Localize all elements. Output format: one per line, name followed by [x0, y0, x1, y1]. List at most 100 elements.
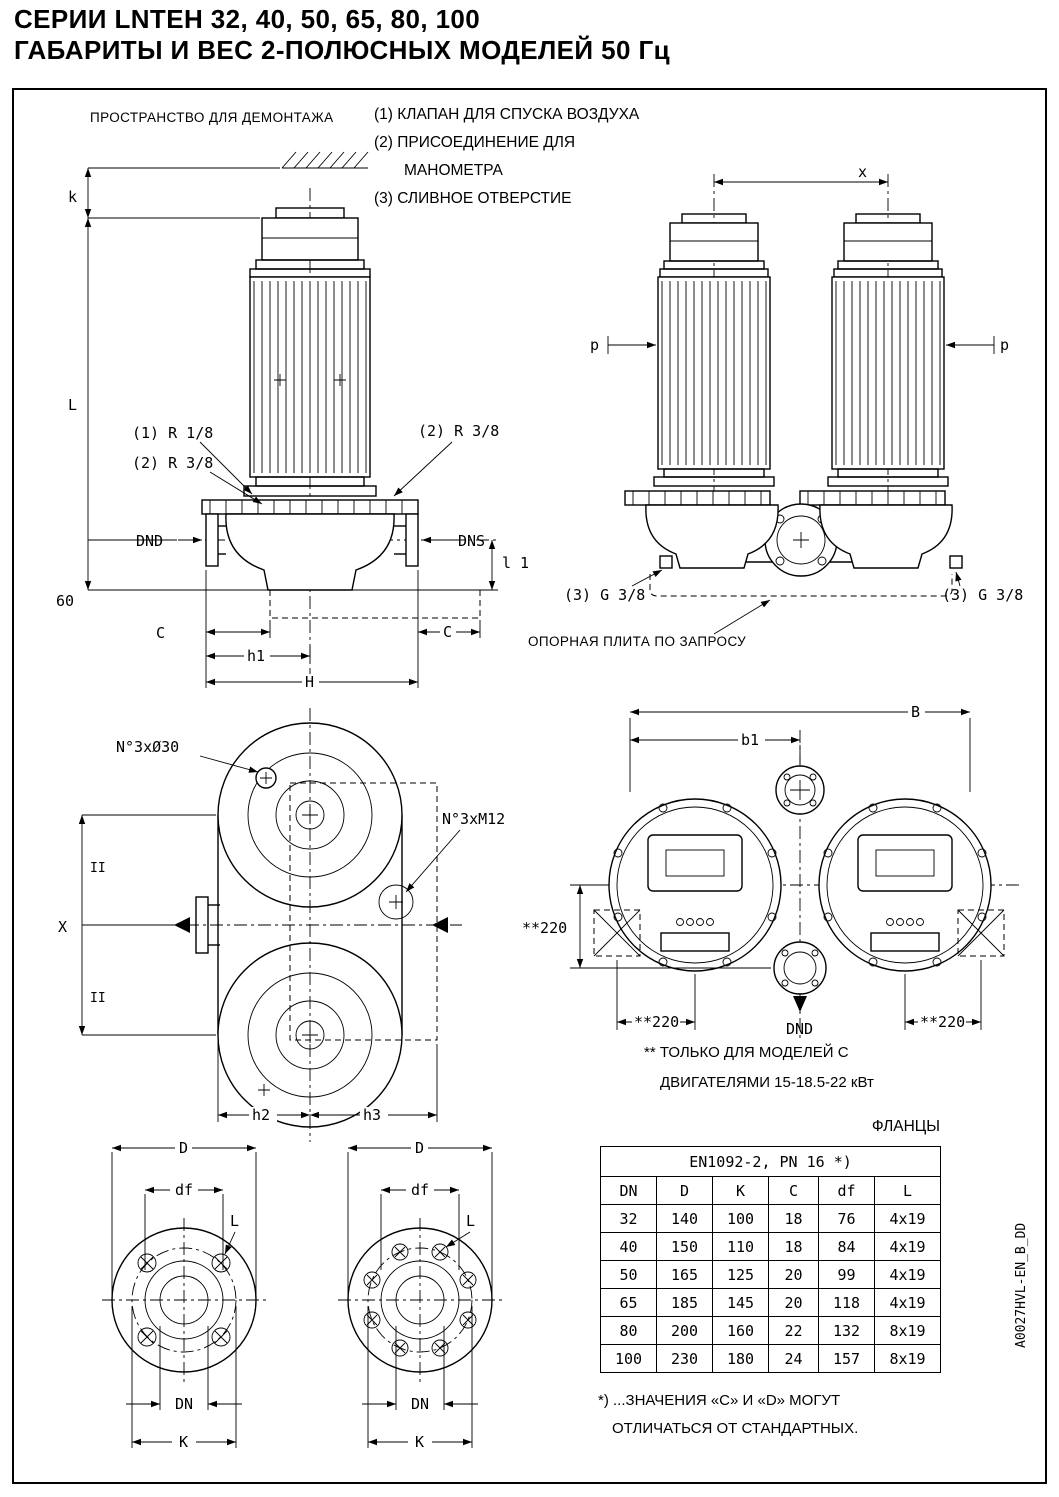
dim-df: df — [411, 1181, 429, 1199]
bolt-hole — [431, 1243, 449, 1261]
note-support-plate: ОПОРНАЯ ПЛИТА ПО ЗАПРОСУ — [528, 634, 747, 649]
motor-fins — [661, 281, 767, 465]
bolt-hole — [137, 1327, 157, 1347]
dim-D: D — [415, 1139, 424, 1157]
flow-arrow — [432, 917, 448, 933]
dim-h3: h3 — [363, 1106, 381, 1124]
volute — [225, 513, 395, 591]
terminal-box — [857, 834, 953, 892]
note-motors-2: ДВИГАТЕЛЯМИ 15-18.5-22 кВт — [660, 1074, 874, 1091]
note-gauge-conn: (2) ПРИСОЕДИНЕНИЕ ДЛЯ — [374, 134, 576, 151]
base-plate-outline — [649, 574, 953, 597]
drain-plug — [949, 555, 963, 569]
cell: 150 — [656, 1232, 713, 1261]
cell: 8x19 — [874, 1316, 941, 1345]
bolt-hole — [137, 1253, 157, 1273]
drain-plug — [659, 555, 673, 569]
cell: 125 — [712, 1260, 769, 1289]
table-row: 40 150 110 18 84 4x19 — [600, 1232, 941, 1261]
bolt-flange — [378, 884, 414, 920]
base-plate-outline — [269, 590, 481, 619]
col-dn: DN — [600, 1176, 657, 1205]
cell: 32 — [600, 1204, 657, 1233]
twin-pump-top-view: B b1 — [522, 703, 1022, 1042]
cell: 20 — [768, 1288, 819, 1317]
table-standard: EN1092-2, PN 16 *) — [600, 1146, 941, 1177]
bolt-hole — [391, 1339, 409, 1357]
discharge-flange — [405, 513, 419, 567]
cell: 185 — [656, 1288, 713, 1317]
table-row: 80 200 160 22 132 8x19 — [600, 1316, 941, 1345]
dim-L-hole: L — [466, 1212, 475, 1230]
dim-c-right: C — [443, 623, 452, 641]
page-title: СЕРИИ LNTEH 32, 40, 50, 65, 80, 100 ГАБА… — [14, 4, 670, 66]
cell: 22 — [768, 1316, 819, 1345]
note-r18: (1) R 1/8 — [132, 424, 213, 442]
dnd-arrow — [793, 996, 807, 1012]
cell: 99 — [818, 1260, 875, 1289]
note-air-valve: (1) КЛАПАН ДЛЯ СПУСКА ВОЗДУХА — [374, 106, 640, 123]
table-footnote-2: ОТЛИЧАТЬСЯ ОТ СТАНДАРТНЫХ. — [612, 1420, 859, 1437]
note-holes: N°3xØ30 — [116, 738, 179, 756]
table-row: 65 185 145 20 118 4x19 — [600, 1288, 941, 1317]
dim-D: D — [179, 1139, 188, 1157]
col-l: L — [874, 1176, 941, 1205]
dim-60: 60 — [56, 592, 74, 610]
note-motors-1: ** ТОЛЬКО ДЛЯ МОДЕЛЕЙ С — [644, 1044, 849, 1061]
dim-b1: b1 — [741, 731, 759, 749]
twin-pump-side-view: x p — [564, 163, 1023, 635]
cell: 100 — [712, 1204, 769, 1233]
table-row: 32 140 100 18 76 4x19 — [600, 1204, 941, 1233]
dim-220-bottom-left: **220 — [634, 1013, 679, 1031]
cell: 132 — [818, 1316, 875, 1345]
cell: 118 — [818, 1288, 875, 1317]
cell: 180 — [712, 1344, 769, 1373]
cell: 20 — [768, 1260, 819, 1289]
table-footnote-1: *) ...ЗНАЧЕНИЯ «C» И «D» МОГУТ — [598, 1392, 841, 1409]
flange-view-8holes: D df — [338, 1139, 502, 1451]
table-row: 50 165 125 20 99 4x19 — [600, 1260, 941, 1289]
bolt-hole — [391, 1243, 409, 1261]
terminal-box — [647, 834, 743, 892]
cell: 4x19 — [874, 1204, 941, 1233]
drawing-frame: k L 60 — [12, 88, 1047, 1484]
cell: 76 — [818, 1204, 875, 1233]
cell: 157 — [818, 1344, 875, 1373]
dim-p-right: p — [1000, 336, 1009, 354]
col-d: D — [656, 1176, 713, 1205]
cell: 50 — [600, 1260, 657, 1289]
cell: 80 — [600, 1316, 657, 1345]
technical-drawing: k L 60 — [56, 151, 1023, 1451]
dim-X: X — [58, 918, 67, 936]
dim-L: L — [68, 396, 77, 414]
bolt-hole — [459, 1271, 477, 1289]
cell: 100 — [600, 1344, 657, 1373]
volute — [819, 504, 953, 569]
dim-B: B — [911, 703, 920, 721]
bolt-hole — [363, 1271, 381, 1289]
dim-DN: DN — [411, 1395, 429, 1413]
dim-dnd: DND — [136, 532, 163, 550]
note-g38-right: (3) G 3/8 — [942, 586, 1023, 604]
cell: 84 — [818, 1232, 875, 1261]
dim-K: K — [415, 1433, 424, 1451]
dim-c-left: C — [156, 624, 165, 642]
flow-arrow — [174, 917, 190, 933]
cell: 160 — [712, 1316, 769, 1345]
cell: 24 — [768, 1344, 819, 1373]
dim-l1: l 1 — [502, 554, 529, 572]
col-df: df — [818, 1176, 875, 1205]
flange-table: EN1092-2, PN 16 *) DN D K C df L 32 140 … — [600, 1146, 941, 1373]
cell: 4x19 — [874, 1232, 941, 1261]
dim-df: df — [175, 1181, 193, 1199]
cell: 145 — [712, 1288, 769, 1317]
equal-mark-bottom: II — [90, 991, 106, 1006]
bolt-hole — [211, 1327, 231, 1347]
suction-flange — [205, 513, 219, 567]
bolt-hole — [459, 1311, 477, 1329]
cell: 140 — [656, 1204, 713, 1233]
note-dismantling-space: ПРОСТРАНСТВО ДЛЯ ДЕМОНТАЖА — [90, 110, 334, 125]
bolt-hole — [431, 1339, 449, 1357]
cell: 200 — [656, 1316, 713, 1345]
table-header-row: DN D K C df L — [600, 1176, 941, 1205]
